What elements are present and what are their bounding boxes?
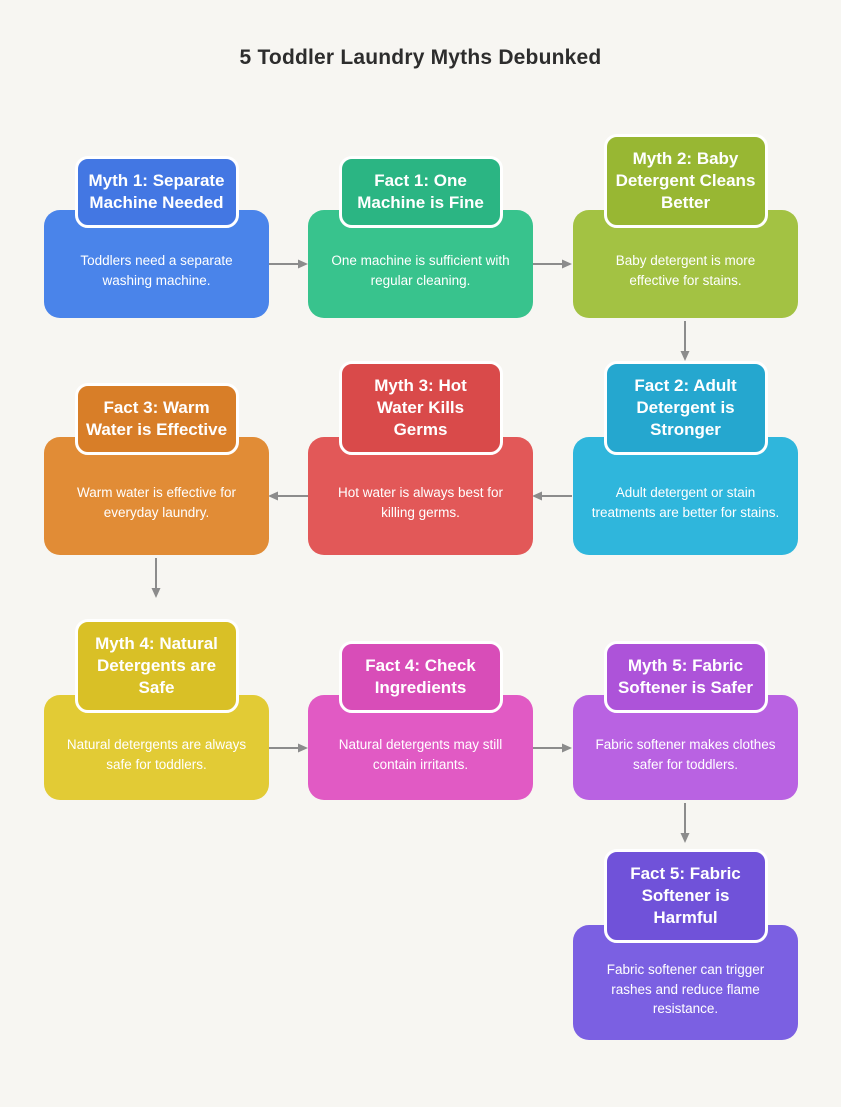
arrow-left-icon (532, 491, 572, 501)
card-fact-2: Fact 2: Adult Detergent is Stronger Adul… (573, 360, 798, 555)
card-fact-5-text: Fabric softener can trigger rashes and r… (573, 925, 798, 1040)
arrow-down-icon (680, 321, 690, 361)
card-fact-3-text: Warm water is effective for everyday lau… (44, 437, 269, 555)
arrow-down-icon (680, 803, 690, 843)
card-myth-2-title: Myth 2: Baby Detergent Cleans Better (603, 133, 768, 228)
card-fact-4-title: Fact 4: Check Ingredients (338, 640, 503, 713)
arrow-left-icon (268, 491, 308, 501)
card-fact-2-text: Adult detergent or stain treatments are … (573, 437, 798, 555)
card-fact-1: Fact 1: One Machine is Fine One machine … (308, 155, 533, 318)
arrow-right-icon (268, 259, 308, 269)
arrow-right-icon (532, 743, 572, 753)
card-myth-5: Myth 5: Fabric Softener is Safer Fabric … (573, 640, 798, 800)
card-fact-1-text: One machine is sufficient with regular c… (308, 210, 533, 318)
arrow-down-icon (151, 558, 161, 598)
arrow-right-icon (532, 259, 572, 269)
card-myth-1-text: Toddlers need a separate washing machine… (44, 210, 269, 318)
card-myth-2-text: Baby detergent is more effective for sta… (573, 210, 798, 318)
card-fact-5-title: Fact 5: Fabric Softener is Harmful (603, 848, 768, 943)
card-myth-2: Myth 2: Baby Detergent Cleans Better Bab… (573, 133, 798, 318)
card-myth-5-title: Myth 5: Fabric Softener is Safer (603, 640, 768, 713)
arrow-right-icon (268, 743, 308, 753)
card-myth-4: Myth 4: Natural Detergents are Safe Natu… (44, 618, 269, 800)
card-myth-3: Myth 3: Hot Water Kills Germs Hot water … (308, 360, 533, 555)
card-myth-1-title: Myth 1: Separate Machine Needed (74, 155, 239, 228)
card-myth-3-title: Myth 3: Hot Water Kills Germs (338, 360, 503, 455)
card-fact-3-title: Fact 3: Warm Water is Effective (74, 382, 239, 455)
card-myth-4-title: Myth 4: Natural Detergents are Safe (74, 618, 239, 713)
card-fact-2-title: Fact 2: Adult Detergent is Stronger (603, 360, 768, 455)
card-myth-3-text: Hot water is always best for killing ger… (308, 437, 533, 555)
page-title: 5 Toddler Laundry Myths Debunked (239, 46, 602, 69)
card-fact-1-title: Fact 1: One Machine is Fine (338, 155, 503, 228)
card-myth-1: Myth 1: Separate Machine Needed Toddlers… (44, 155, 269, 318)
card-fact-4: Fact 4: Check Ingredients Natural deterg… (308, 640, 533, 800)
card-fact-5: Fact 5: Fabric Softener is Harmful Fabri… (573, 848, 798, 1040)
card-fact-3: Fact 3: Warm Water is Effective Warm wat… (44, 382, 269, 555)
